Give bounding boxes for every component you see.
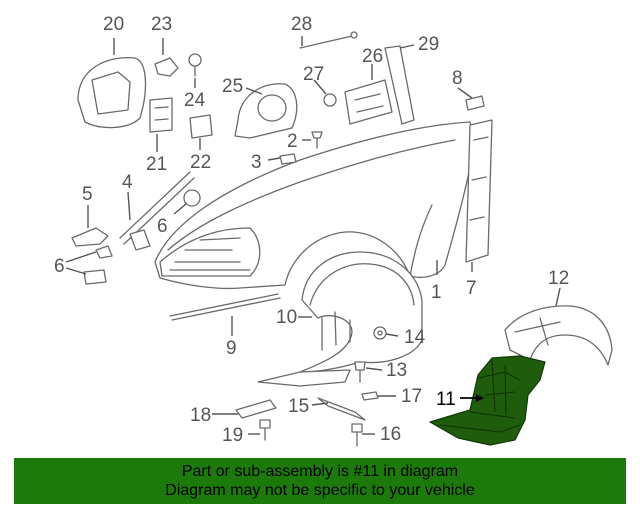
bolt-part-13	[354, 361, 366, 383]
parts-diagram: 20 23 24 21 22 25 2 3 28 27 26 29 8 1 7 …	[54, 14, 613, 447]
grommet-part-27	[323, 93, 337, 107]
callout-2: 2	[287, 131, 298, 152]
clip-part-3	[279, 153, 297, 165]
front-fender-part	[154, 121, 476, 290]
splash-shield-part-11	[429, 355, 546, 446]
callout-6b: 6	[54, 256, 65, 277]
bolt-part-2	[311, 131, 323, 149]
mirror-bracket-part-20	[77, 56, 147, 129]
rod-part-28	[299, 31, 358, 49]
clip-part-8	[465, 95, 485, 111]
callout-26: 26	[362, 46, 383, 67]
callout-29: 29	[418, 34, 439, 55]
fender-liner-part	[257, 251, 423, 387]
leader-11-arrow	[476, 394, 484, 402]
bracket-part-15	[317, 397, 366, 421]
bracket-part-22	[189, 114, 213, 139]
clip-part-17	[361, 391, 379, 401]
callout-13: 13	[386, 360, 407, 381]
banner-line-1: Part or sub-assembly is #11 in diagram	[181, 463, 459, 480]
callout-25: 25	[222, 76, 243, 97]
rear-liner-part	[504, 305, 613, 366]
callout-labels: 20 23 24 21 22 25 2 3 28 27 26 29 8 1 7 …	[54, 14, 569, 446]
callout-17: 17	[401, 386, 422, 407]
callout-22: 22	[190, 152, 211, 173]
bracket-part-26	[344, 79, 393, 125]
bumper-part-6a	[183, 189, 201, 207]
callout-11: 11	[436, 389, 456, 410]
callout-15: 15	[288, 396, 309, 417]
bracket-part-18	[235, 399, 277, 419]
callout-8: 8	[452, 68, 463, 89]
callout-6a: 6	[157, 216, 168, 237]
part-info-banner: Part or sub-assembly is #11 in diagram D…	[14, 458, 626, 504]
clip-part-6d	[83, 269, 107, 285]
callout-16: 16	[380, 424, 401, 445]
clip-part-23	[154, 57, 179, 77]
callout-7: 7	[466, 278, 477, 299]
callout-5: 5	[82, 184, 93, 205]
callout-3: 3	[251, 152, 262, 173]
callout-21: 21	[146, 154, 167, 175]
callout-27: 27	[303, 64, 324, 85]
leader-lines	[65, 36, 561, 435]
banner-line-2: Diagram may not be specific to your vehi…	[165, 482, 475, 499]
callout-9: 9	[226, 338, 237, 359]
bracket-part-5	[71, 227, 109, 247]
callout-1: 1	[431, 282, 442, 303]
callout-12: 12	[548, 268, 569, 289]
bolt-part-24	[188, 53, 202, 77]
nut-part-14	[373, 326, 387, 340]
molding-part-9	[169, 293, 281, 321]
brace-part-7	[465, 119, 493, 263]
callout-28: 28	[291, 14, 312, 35]
bolt-part-19	[259, 419, 271, 441]
bracket-part-21	[149, 97, 173, 133]
callout-18: 18	[190, 405, 211, 426]
callout-20: 20	[103, 14, 124, 35]
cover-part-25	[234, 83, 298, 139]
callout-24: 24	[184, 90, 206, 111]
callout-19: 19	[222, 425, 243, 446]
callout-4: 4	[122, 172, 133, 193]
clip-part-6c	[95, 245, 113, 259]
callout-23: 23	[151, 14, 172, 35]
callout-14: 14	[404, 327, 426, 348]
clip-part-6b	[129, 229, 151, 251]
callout-10: 10	[276, 307, 297, 328]
seal-part-29	[384, 45, 415, 125]
bolt-part-16	[351, 423, 363, 447]
